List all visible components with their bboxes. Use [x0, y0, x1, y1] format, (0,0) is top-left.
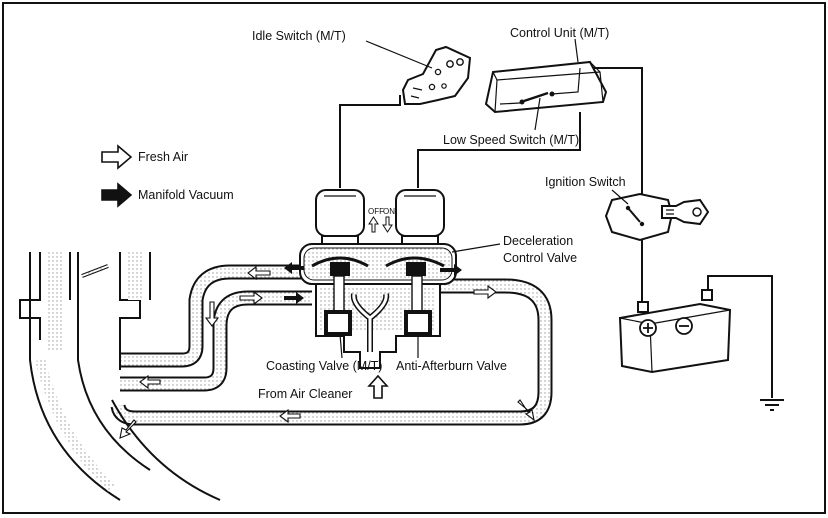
fresh-air-arrow-5-icon: [279, 408, 301, 424]
idle-switch-label: Idle Switch (M/T): [252, 29, 346, 43]
legend: Fresh Air Manifold Vacuum: [101, 144, 234, 208]
fresh-air-arrow-3-icon: [473, 284, 497, 300]
from-air-cleaner-label: From Air Cleaner: [258, 387, 352, 401]
on-down-arrow-icon: [382, 216, 393, 233]
solenoid-on-label: ON: [383, 207, 395, 216]
manifold-vacuum-legend-arrow-icon: [101, 182, 133, 208]
off-up-arrow-icon: [368, 216, 379, 233]
fresh-air-legend-arrow-icon: [101, 144, 133, 170]
fresh-air-arrow-2-icon: [239, 290, 263, 306]
deceleration-label-line1: Deceleration: [503, 234, 573, 248]
legend-manifold-vacuum: Manifold Vacuum: [138, 188, 234, 202]
vacuum-arrow-3-icon: [284, 292, 304, 304]
air-pipes: [110, 264, 553, 426]
legend-fresh-air: Fresh Air: [138, 150, 188, 164]
fresh-air-arrow-7-icon: [517, 399, 535, 422]
fresh-air-arrow-8-icon: [119, 419, 137, 439]
control-unit-label: Control Unit (M/T): [510, 26, 609, 40]
intake-manifold: [19, 252, 221, 501]
ignition-switch-label: Ignition Switch: [545, 175, 626, 189]
flow-arrows: [119, 262, 535, 439]
idle-switch-leader: [365, 40, 433, 69]
anti-afterburn-valve-label: Anti-Afterburn Valve: [396, 359, 507, 373]
left-solenoid: [315, 189, 365, 249]
right-solenoid: [395, 189, 445, 249]
ground-icon: [760, 399, 784, 411]
coasting-valve-label: Coasting Valve (M/T): [266, 359, 382, 373]
low-speed-switch-label: Low Speed Switch (M/T): [443, 133, 579, 147]
fresh-air-arrow-6-icon: [204, 301, 220, 327]
idle-switch: [401, 45, 472, 105]
low-speed-switch-leader: [534, 97, 541, 131]
deceleration-label-line2: Control Valve: [503, 251, 577, 265]
coasting-valve-leader: [339, 333, 343, 359]
vacuum-arrow-2-icon: [440, 264, 462, 276]
ignition-switch-leader: [611, 189, 629, 205]
fresh-air-arrow-4-icon: [139, 374, 161, 390]
deceleration-leader: [451, 243, 501, 253]
solenoid-off-label: OFF: [368, 207, 384, 216]
ignition-switch: [604, 192, 710, 242]
control-unit-leader: [574, 38, 579, 63]
deceleration-control-valve: [299, 243, 457, 369]
battery: [618, 289, 732, 374]
wiring: [339, 67, 773, 398]
fresh-air-arrow-1-icon: [247, 265, 271, 281]
vacuum-arrow-1-icon: [284, 262, 304, 274]
control-unit: [484, 60, 608, 114]
air-cleaner-up-arrow-icon: [367, 374, 389, 399]
